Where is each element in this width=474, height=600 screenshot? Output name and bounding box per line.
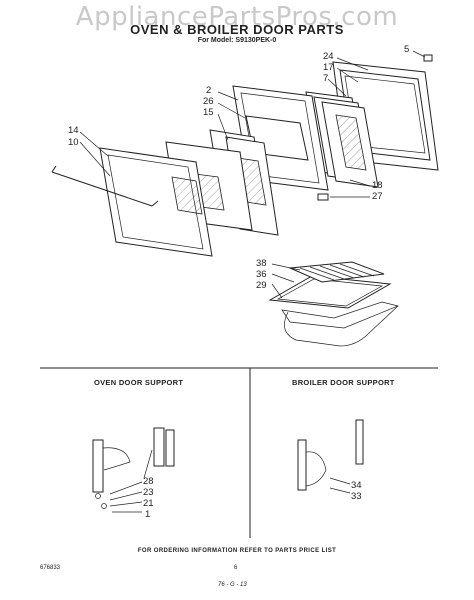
- label-23: 23: [143, 487, 154, 498]
- page-number: 6: [234, 565, 238, 571]
- label-34: 34: [351, 480, 362, 491]
- model-number: For Model: S9130PEK-0: [197, 37, 277, 44]
- label-27: 27: [372, 191, 383, 202]
- oven-door-hinge: [92, 427, 175, 513]
- doc-number: 676833: [40, 565, 61, 571]
- broiler-door-support-heading: BROILER DOOR SUPPORT: [292, 378, 395, 387]
- label-10: 10: [68, 137, 79, 148]
- broiler-pan: [268, 261, 400, 347]
- label-24: 24: [323, 51, 334, 62]
- label-29: 29: [256, 280, 267, 291]
- label-18: 18: [372, 180, 383, 191]
- label-15: 15: [203, 107, 214, 118]
- oven-door-support-heading: OVEN DOOR SUPPORT: [94, 378, 184, 387]
- label-26: 26: [203, 96, 214, 107]
- watermark: AppliancePartsPros.com: [75, 2, 399, 32]
- handwritten-note: 76 - G - 13: [218, 582, 247, 588]
- label-28: 28: [143, 476, 154, 487]
- page-title: OVEN & BROILER DOOR PARTS: [130, 22, 344, 37]
- label-36: 36: [256, 269, 267, 280]
- label-7: 7: [323, 73, 328, 84]
- label-1: 1: [145, 509, 150, 520]
- label-2: 2: [206, 85, 211, 96]
- label-21: 21: [143, 498, 154, 509]
- broiler-door-hinge: [297, 419, 364, 494]
- label-17: 17: [323, 62, 334, 73]
- label-14: 14: [68, 125, 79, 136]
- front-broiler-door: [99, 147, 213, 257]
- handle-rod: [51, 165, 159, 207]
- label-38: 38: [256, 258, 267, 269]
- small-clips: [317, 54, 433, 201]
- label-33: 33: [351, 491, 362, 502]
- label-5: 5: [404, 44, 409, 55]
- ordering-note: FOR ORDERING INFORMATION REFER TO PARTS …: [137, 548, 337, 554]
